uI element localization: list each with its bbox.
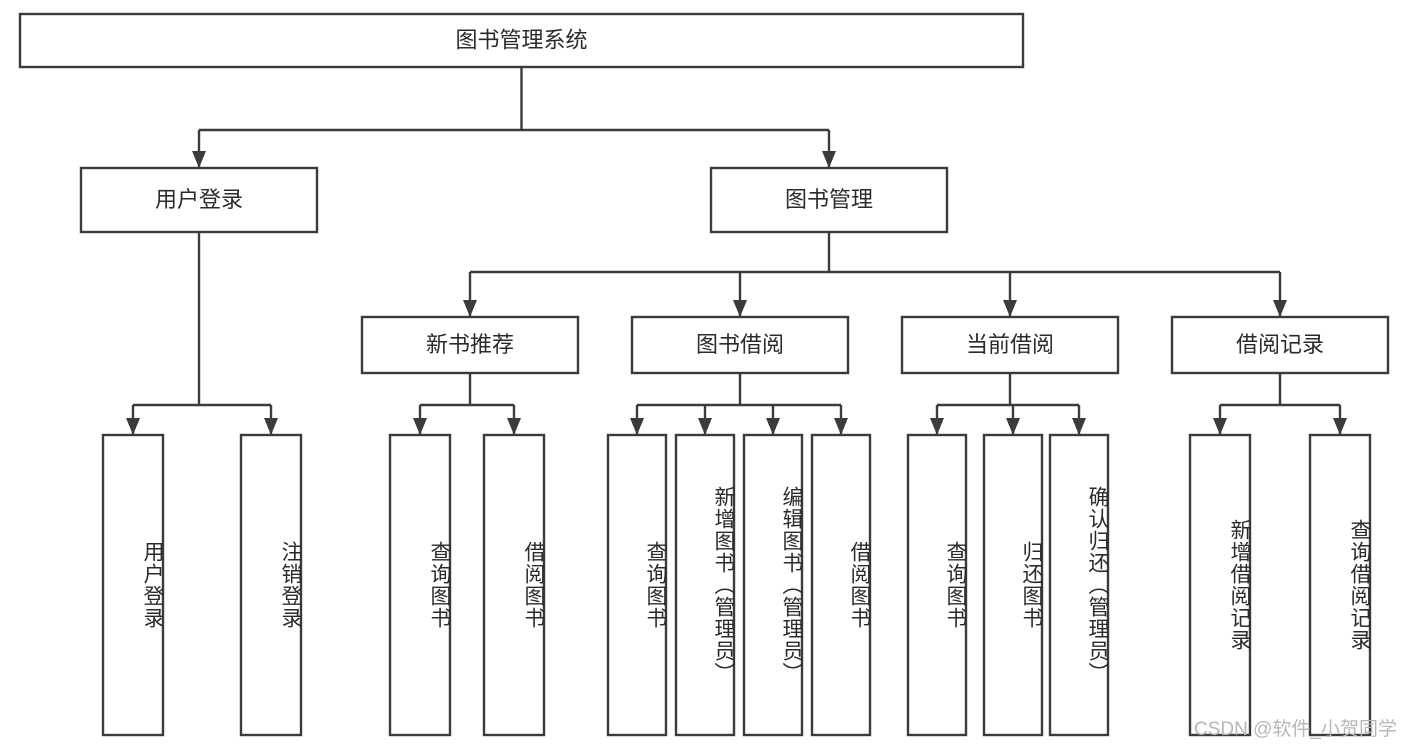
arrow-head-icon [463,300,477,317]
arrow-head-icon [413,418,427,435]
level3-node-box[interactable] [360,315,580,375]
arrow-head-icon [1333,418,1347,435]
leaf-node-box[interactable] [674,433,736,737]
arrow-head-icon [1003,300,1017,317]
leaf-node-box[interactable] [101,433,165,737]
level3-node-label: 当前借阅 [966,332,1054,357]
level3-node-box[interactable] [630,315,850,375]
arrow-head-icon [1072,418,1086,435]
arrow-head-icon [264,418,278,435]
arrow-head-icon [507,418,521,435]
arrow-head-icon [766,418,780,435]
arrow-head-icon [930,418,944,435]
level3-node-box[interactable] [1170,315,1390,375]
leaf-node-box[interactable] [606,433,668,737]
level3-node-label: 新书推荐 [426,332,514,357]
watermark: CSDN @软件_小贺同学 [1194,719,1397,740]
leaf-node-box[interactable] [1308,433,1372,737]
level2-node-box[interactable] [79,166,319,234]
arrow-head-icon [822,151,836,168]
level2-node-box[interactable] [709,166,949,234]
level3-node-label: 图书借阅 [696,332,784,357]
leaf-node-box[interactable] [239,433,303,737]
arrow-head-icon [834,418,848,435]
leaf-node-box[interactable] [1188,433,1252,737]
leaf-node-box[interactable] [810,433,872,737]
arrow-head-icon [126,418,140,435]
leaf-node-box[interactable] [906,433,968,737]
leaf-node-box[interactable] [1048,433,1110,737]
arrow-head-icon [1213,418,1227,435]
root-node-box[interactable] [18,12,1025,69]
arrow-head-icon [1006,418,1020,435]
arrow-head-icon [733,300,747,317]
arrow-head-icon [630,418,644,435]
root-node-label: 图书管理系统 [455,27,587,52]
connectors-layer [126,67,1347,435]
arrow-head-icon [698,418,712,435]
level2-node-label: 图书管理 [785,187,873,212]
node-boxes-layer [18,12,1390,737]
level3-node-box[interactable] [900,315,1120,375]
leaf-node-box[interactable] [742,433,804,737]
arrow-head-icon [1273,300,1287,317]
leaf-node-box[interactable] [482,433,546,737]
level2-node-label: 用户登录 [155,187,243,212]
level3-node-label: 借阅记录 [1236,332,1324,357]
leaf-node-box[interactable] [388,433,452,737]
arrow-head-icon [192,151,206,168]
leaf-node-box[interactable] [982,433,1044,737]
